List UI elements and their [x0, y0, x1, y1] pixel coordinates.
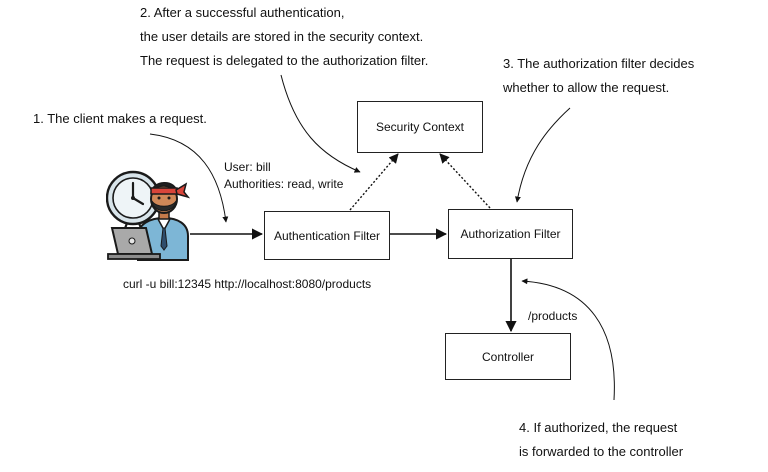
step3-line2: whether to allow the request.	[503, 80, 670, 95]
step1-label: 1. The client makes a request.	[33, 111, 207, 126]
controller-label: Controller	[481, 349, 535, 364]
security-context-box: Security Context	[357, 101, 483, 153]
products-edge-label: /products	[528, 309, 578, 323]
user-authorities-label: Authorities: read, write	[224, 177, 344, 191]
clock-icon	[106, 170, 161, 232]
authorization-filter-label: Authorization Filter	[460, 227, 561, 241]
step3-line1: 3. The authorization filter decides	[503, 56, 695, 71]
step2-line3: The request is delegated to the authoriz…	[140, 53, 429, 68]
security-context-label: Security Context	[375, 120, 465, 134]
authentication-filter-box: Authentication Filter	[264, 211, 390, 260]
authentication-filter-label: Authentication Filter	[273, 228, 381, 243]
curl-command: curl -u bill:12345 http://localhost:8080…	[123, 277, 372, 291]
developer-at-laptop-icon	[106, 170, 190, 261]
authentication-to-security-context-arrow	[349, 153, 399, 211]
step2-line2: the user details are stored in the secur…	[140, 29, 424, 44]
controller-box: Controller	[445, 333, 571, 380]
step2-pointer-arrow	[280, 74, 361, 173]
authorization-filter-box: Authorization Filter	[448, 209, 573, 259]
step4-line2: is forwarded to the controller	[519, 444, 684, 459]
step2-line1: 2. After a successful authentication,	[140, 5, 345, 20]
step4-pointer-arrow	[521, 278, 615, 401]
user-name-label: User: bill	[224, 160, 271, 174]
step1-pointer-arrow	[149, 133, 229, 223]
step4-line1: 4. If authorized, the request	[519, 420, 678, 435]
step3-pointer-arrow	[514, 107, 571, 203]
authorization-to-security-context-arrow	[439, 153, 491, 209]
